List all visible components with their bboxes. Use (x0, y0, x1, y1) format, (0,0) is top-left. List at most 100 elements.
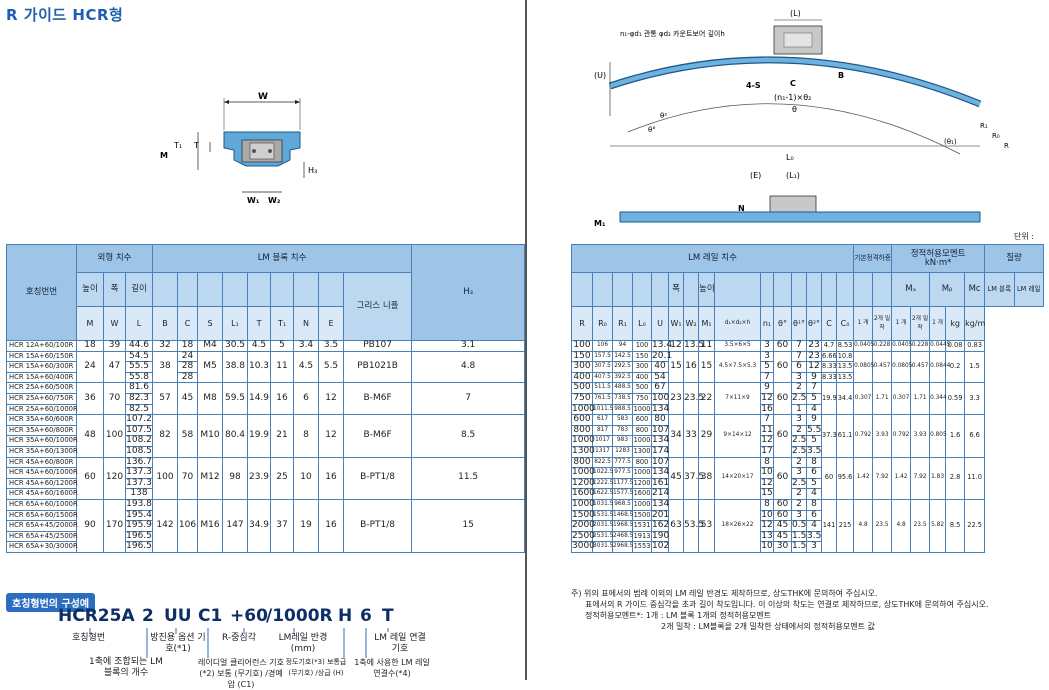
dim-b: B (838, 71, 844, 80)
cell-n1: 10 (760, 541, 774, 553)
model-cell: HCR 12A+60/100R (6, 340, 77, 352)
rail-dim-cell: 201 (651, 509, 670, 522)
dim-n: N (738, 204, 745, 213)
dim-w2: W₂ (268, 196, 281, 205)
cell-m: 24 (76, 350, 104, 384)
note-2: 표에서의 R 가이드 중심각을 초과 길이 착도입니다. 이 이상의 착도는 연… (585, 600, 989, 609)
cell-w: 100 (103, 414, 126, 458)
cell-m1: 53 (698, 498, 715, 553)
cell-theta2: 4 (806, 488, 822, 500)
cell-w2: 53.5 (683, 498, 704, 553)
rail-dim-cell: 617 (592, 414, 613, 426)
dim-m: M (160, 151, 168, 160)
cell-l: 107.5 (124, 424, 154, 437)
rail-side-diagram: (E) (L₁) N M₁ (594, 171, 981, 228)
cell-theta1: 2.5 (791, 477, 807, 490)
cell-l: 108.5 (124, 445, 154, 458)
dim-w1: W₁ (247, 196, 260, 205)
cell-s: M10 (197, 414, 224, 458)
rail-dim-cell: 777.5 (612, 456, 633, 469)
cell-n: 6 (293, 382, 320, 416)
hdr-blank (592, 272, 613, 307)
cell-n1: 16 (760, 403, 774, 416)
model-cell: HCR 65A+45/2000R (6, 520, 78, 532)
unit-cell: T₁ (270, 306, 295, 341)
note-1: 주) 위의 표에서의 범례 이외의 LM 레일 반경도 제작하므로, 상도THK… (571, 589, 878, 598)
unit-cell: E (318, 306, 345, 341)
rail-dim-cell: 1577.5 (612, 488, 633, 500)
rail-dim-cell: 107 (651, 456, 670, 469)
rail-dim-cell: 94 (612, 340, 633, 352)
cell-t: 10.3 (247, 350, 272, 384)
cell-n1: 3 (760, 340, 774, 352)
rail-dim-cell: 1283 (612, 445, 633, 458)
dim-theta-r: θ° (648, 126, 656, 134)
rail-dim-cell: 1017 (592, 435, 613, 447)
cell-m1: 29 (698, 414, 715, 458)
cell-n1: 12 (760, 520, 774, 532)
hdr-moment-sym: Mᵦ (929, 272, 966, 307)
cell-w2: 13.5 (683, 340, 705, 352)
model-cell: HCR 45A+60/1600R (6, 488, 78, 500)
dim-t1: T₁ (173, 141, 182, 150)
model-cell: HCR 15A+60/400R (6, 371, 77, 384)
hdr-moment-unit: kN·m* (924, 257, 952, 268)
rail-dim-cell: 400 (571, 371, 593, 384)
cell-mb2: 23.5 (910, 498, 931, 553)
hdr-outer: 외형 치수 (75, 244, 154, 273)
cell-theta2: 23 (806, 350, 822, 363)
note-4: 2개 밀착 : LM블록을 2개 밀착한 상태에서의 정적허용모멘트 값 (661, 622, 875, 631)
cell-theta1: 2.5 (791, 392, 807, 405)
unit-cell: U (651, 306, 669, 341)
dim-r: R (1004, 142, 1009, 150)
hdr-block: LM 블록 치수 (152, 244, 413, 273)
cell-theta1: 2.5 (791, 435, 807, 447)
cell-mc: 0.344 (929, 382, 947, 416)
cell-w2: 33 (683, 414, 699, 458)
unit-cell: R₀ (592, 306, 613, 341)
cell-c: 37.3 (821, 414, 837, 458)
rail-dim-cell: 134 (651, 498, 670, 511)
cell-grease: B-PT1/8 (343, 498, 413, 553)
cell-ma2: 0.457 (872, 350, 893, 384)
cell-theta1: 7 (791, 350, 807, 363)
cell-ma2: 0.228 (872, 340, 893, 352)
rail-dim-cell: 500 (571, 382, 593, 394)
rail-dim-cell: 977.5 (612, 467, 633, 479)
rail-dim-cell: 1968.5 (612, 520, 633, 532)
cell-l: 44.6 (124, 340, 154, 352)
cell-d: 9×14×12 (714, 414, 761, 458)
cell-mc: 1.83 (929, 456, 947, 500)
dim-t: T (193, 141, 199, 150)
hdr-mass: 질량 (984, 244, 1044, 273)
cell-theta2: 6 (806, 509, 822, 522)
cell-theta1: 2.5 (791, 445, 807, 458)
dim-theta1: (θ₁) (944, 138, 957, 146)
cell-theta: 60 (773, 456, 792, 500)
cell-m: 36 (76, 382, 104, 416)
cell-n1: 11 (760, 424, 774, 437)
rail-dim-cell: 150 (571, 350, 593, 363)
cell-l1: 59.5 (222, 382, 249, 416)
column-divider (525, 0, 527, 680)
hdr-blank (821, 272, 837, 307)
model-cell: HCR 65A+60/1500R (6, 509, 78, 522)
hdr-blank (835, 272, 855, 307)
model-cell: HCR 45A+60/1200R (6, 477, 78, 490)
unit-cell: M₁ (698, 306, 715, 341)
page-title: R 가이드 HCR형 (6, 6, 124, 24)
cell-theta2: 5 (806, 477, 822, 490)
cell-theta2: 4 (806, 520, 822, 532)
cell-n1: 3 (760, 350, 774, 363)
rail-dim-cell: 292.5 (612, 361, 633, 373)
hdr-rail-height: 높이 (698, 272, 715, 307)
cell-theta: 45 (773, 530, 792, 543)
unit-cell: n₁ (760, 306, 774, 341)
cell-theta1: 2 (791, 382, 807, 394)
cell-b: 82 (152, 414, 179, 458)
